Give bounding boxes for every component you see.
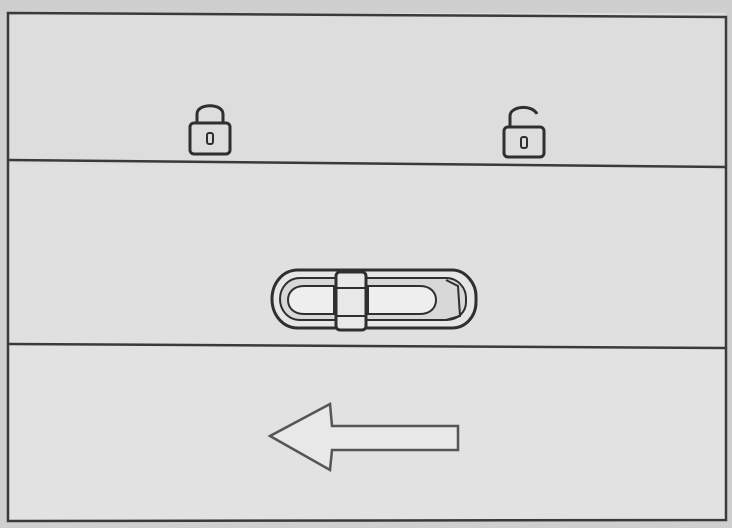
lock-state-panel <box>8 13 726 165</box>
slider-switch-icon <box>272 270 476 330</box>
